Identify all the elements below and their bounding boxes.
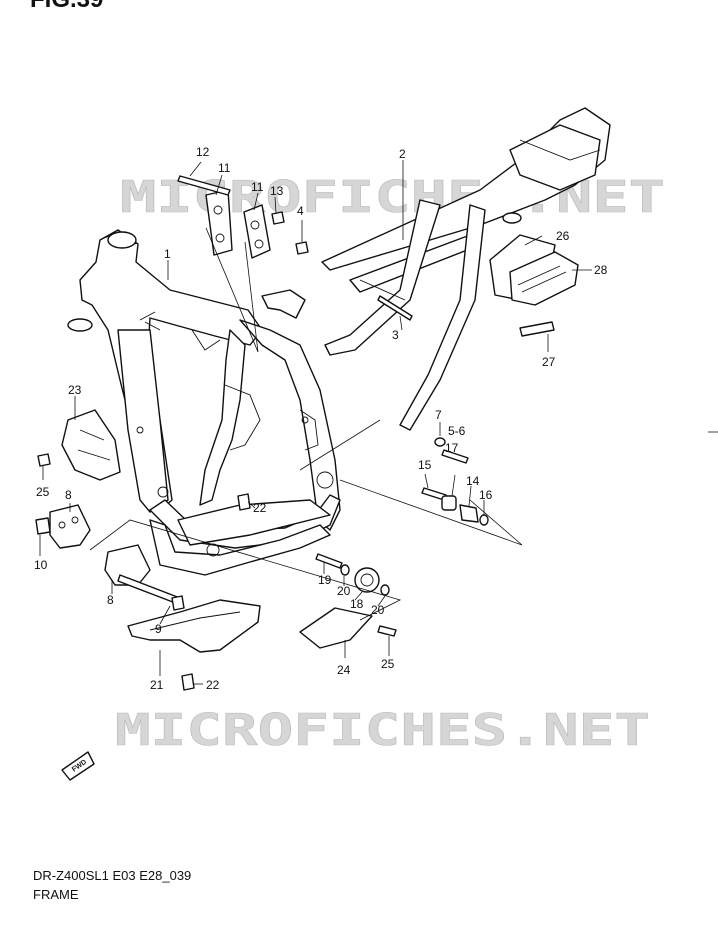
callout-10: 10	[34, 558, 48, 572]
footer-model-code: DR-Z400SL1 E03 E28_039	[33, 868, 192, 883]
callout-24: 24	[337, 663, 351, 677]
fwd-arrow: FWD	[61, 751, 95, 781]
callout-labels: 1 2 3 4 5-6 7 8 8 9 10 11 11 12 13 14 15…	[34, 145, 608, 692]
main-frame	[67, 229, 341, 576]
callout-11b: 11	[251, 180, 264, 194]
callout-3: 3	[392, 328, 399, 342]
side-fasteners	[35, 409, 185, 611]
callout-5-6: 5-6	[448, 424, 466, 438]
callout-15: 15	[418, 458, 432, 472]
ecu-bracket	[489, 234, 579, 306]
callout-20a: 20	[337, 584, 351, 598]
footer-section-name: FRAME	[33, 887, 79, 902]
callout-28: 28	[594, 263, 608, 277]
callout-7: 7	[435, 408, 442, 422]
callout-21: 21	[150, 678, 164, 692]
callout-4: 4	[297, 204, 304, 218]
callout-17: 17	[445, 441, 459, 455]
bolt-3	[377, 295, 413, 321]
callout-2: 2	[399, 147, 406, 161]
callout-13: 13	[270, 184, 284, 198]
callout-8a: 8	[65, 488, 72, 502]
callout-12: 12	[196, 145, 210, 159]
right-fasteners	[299, 321, 555, 649]
callout-22b: 22	[206, 678, 220, 692]
skid-plate-bracket	[127, 493, 261, 691]
callout-9: 9	[155, 622, 162, 636]
callout-20b: 20	[371, 603, 385, 617]
figure-title: FIG.39	[30, 0, 103, 14]
callout-19: 19	[318, 573, 332, 587]
callout-22a: 22	[253, 501, 267, 515]
watermark-bottom: MICROFICHES.NET	[115, 705, 650, 756]
callout-8b: 8	[107, 593, 114, 607]
callout-25a: 25	[36, 485, 50, 499]
leader-lines	[39, 160, 592, 685]
callout-26: 26	[556, 229, 570, 243]
callout-14: 14	[466, 474, 480, 488]
callout-25b: 25	[381, 657, 395, 671]
callout-27: 27	[542, 355, 556, 369]
rear-subframe	[321, 107, 611, 431]
callout-1: 1	[164, 247, 171, 261]
callout-11a: 11	[218, 161, 231, 175]
callout-16: 16	[479, 488, 493, 502]
callout-23: 23	[68, 383, 82, 397]
engine-mount-brackets	[177, 175, 309, 319]
callout-18: 18	[350, 597, 364, 611]
